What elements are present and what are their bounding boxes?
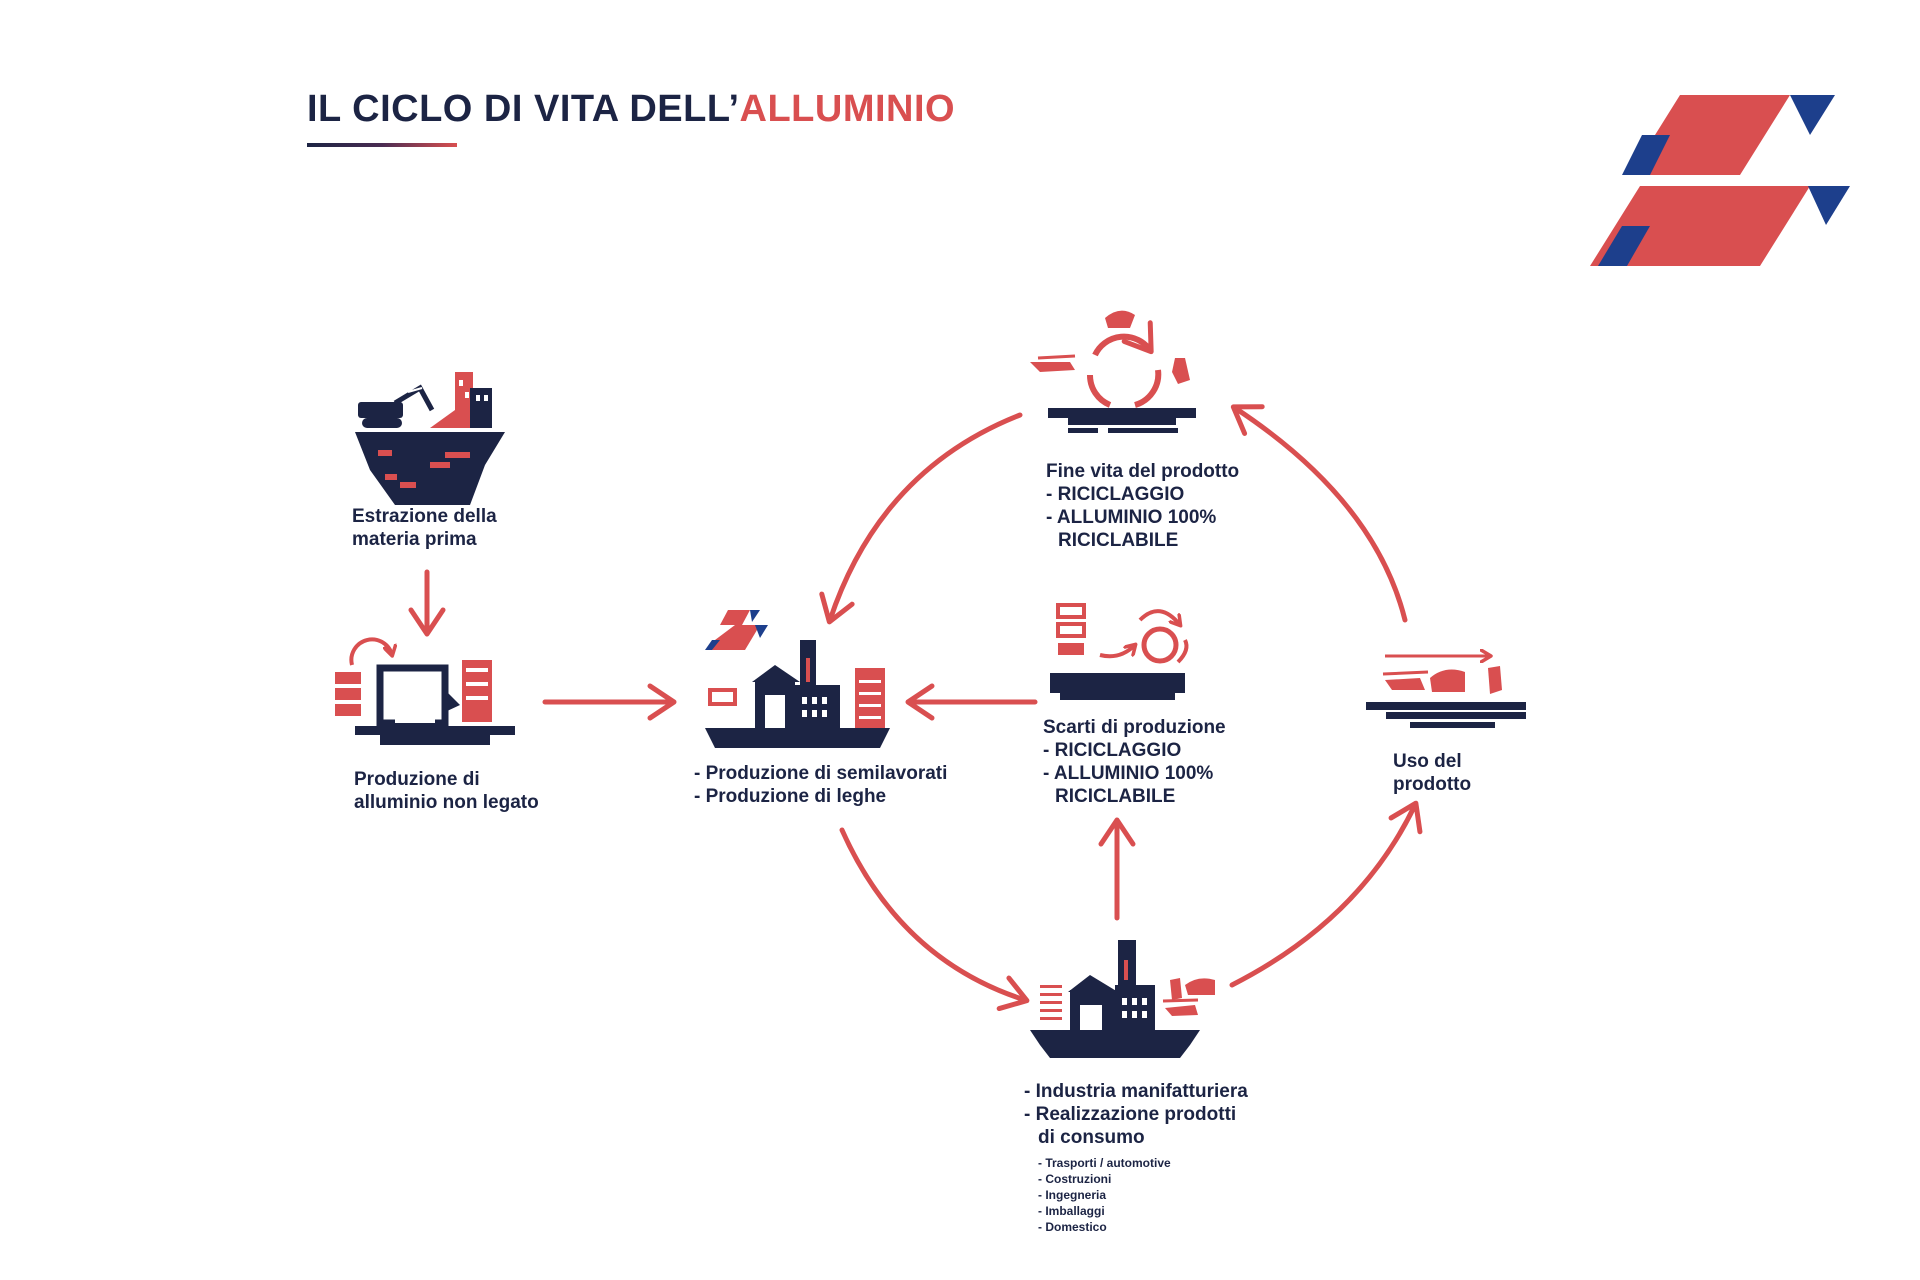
sector-item: - Imballaggi	[1038, 1204, 1105, 1218]
fine-vita-line3: - ALLUMINIO 100%	[1046, 507, 1217, 528]
semilavorati-line1: - Produzione di semilavorati	[694, 763, 948, 784]
produzione-non-legato-line1: Produzione di	[354, 769, 480, 790]
arrow-semilavorati-to-industria	[839, 827, 1030, 1012]
scarti-line2: - RICICLAGGIO	[1043, 740, 1182, 761]
brand-logo-icon	[1590, 95, 1850, 266]
product-use-icon	[1366, 656, 1526, 728]
sector-item: - Ingegneria	[1038, 1188, 1107, 1202]
smelter-icon	[335, 637, 515, 745]
industria-line3: di consumo	[1038, 1127, 1145, 1148]
industria-line2: - Realizzazione prodotti	[1024, 1104, 1237, 1125]
estrazione-line2: materia prima	[352, 529, 477, 550]
uso-line1: Uso del	[1393, 751, 1462, 772]
page-title: IL CICLO DI VITA DELL’ALLUMINIO	[307, 88, 955, 131]
end-of-life-recycling-icon	[1030, 310, 1196, 433]
arrow-fine-vita-to-semilavorati	[819, 412, 1023, 625]
title-underline	[307, 143, 457, 147]
title-accent: ALLUMINIO	[739, 88, 956, 130]
title-main: IL CICLO DI VITA DELL’	[307, 88, 740, 130]
node-industria-label: - Industria manifatturiera - Realizzazio…	[1024, 1080, 1248, 1235]
flow-arrows	[408, 404, 1423, 1012]
scarti-line1: Scarti di produzione	[1043, 717, 1226, 738]
node-estrazione-label: Estrazione della materia prima	[352, 505, 497, 551]
node-produzione-non-legato-label: Produzione di alluminio non legato	[354, 768, 539, 814]
node-scarti-label: Scarti di produzione - RICICLAGGIO - ALL…	[1043, 716, 1226, 808]
arrow-uso-to-fine-vita	[1230, 404, 1408, 623]
fine-vita-line4: RICICLABILE	[1058, 530, 1179, 551]
industria-sectors-list: - Trasporti / automotive - Costruzioni -…	[1024, 1155, 1248, 1235]
fine-vita-line2: - RICICLAGGIO	[1046, 484, 1185, 505]
estrazione-line1: Estrazione della	[352, 506, 497, 527]
scarti-line3: - ALLUMINIO 100%	[1043, 763, 1214, 784]
scarti-line4: RICICLABILE	[1055, 786, 1176, 807]
manufacturing-icon	[1030, 940, 1215, 1058]
scrap-recycling-icon	[1050, 603, 1189, 700]
sector-item: - Domestico	[1038, 1220, 1107, 1234]
semilavorati-line2: - Produzione di leghe	[694, 786, 887, 807]
sector-item: - Trasporti / automotive	[1038, 1156, 1171, 1170]
fine-vita-line1: Fine vita del prodotto	[1046, 461, 1240, 482]
node-fine-vita-label: Fine vita del prodotto - RICICLAGGIO - A…	[1046, 460, 1239, 552]
node-semilavorati-label: - Produzione di semilavorati - Produzion…	[694, 762, 947, 808]
produzione-non-legato-line2: alluminio non legato	[354, 792, 539, 813]
industria-line1: - Industria manifatturiera	[1024, 1081, 1248, 1102]
uso-line2: prodotto	[1393, 774, 1472, 795]
mine-excavator-icon	[355, 372, 505, 505]
arrow-industria-to-uso	[1229, 800, 1423, 988]
sector-item: - Costruzioni	[1038, 1172, 1112, 1186]
node-uso-label: Uso del prodotto	[1393, 750, 1471, 796]
factory-icon	[705, 610, 890, 748]
